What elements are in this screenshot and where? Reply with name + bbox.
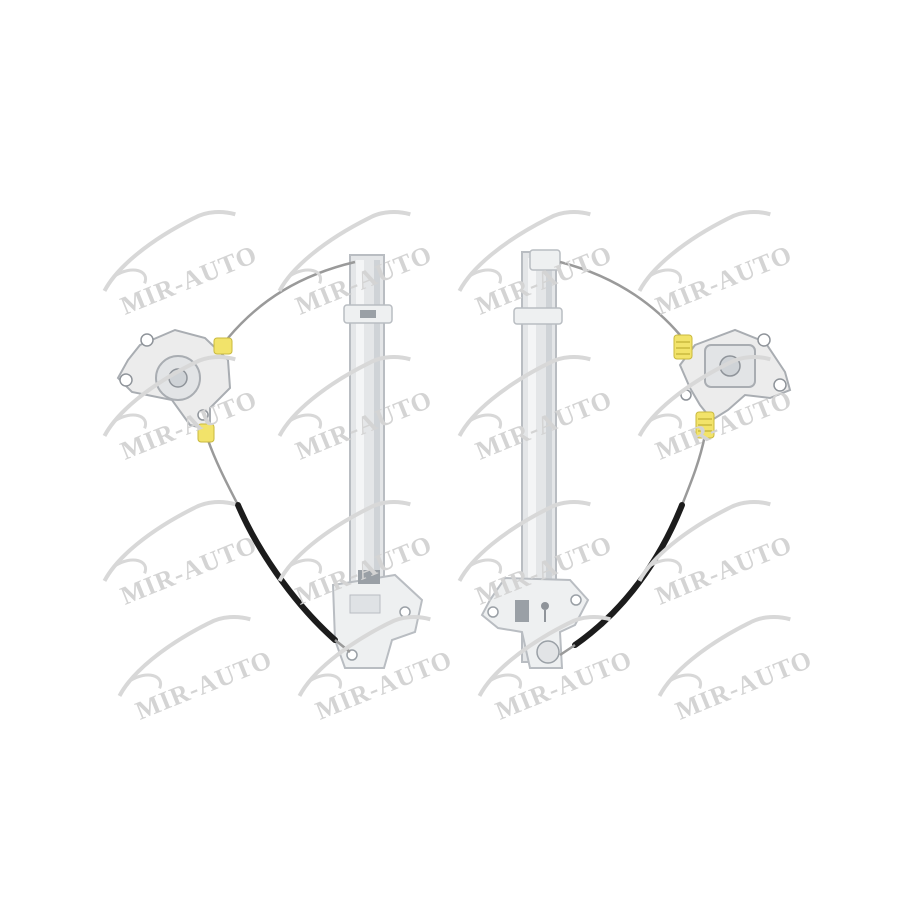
right-glass-carrier [480, 576, 590, 669]
right-lower-bare-cable [680, 434, 707, 506]
watermark-mir-auto: MIR-AUTO [644, 605, 816, 726]
right-upper-bare-cable [559, 260, 681, 336]
left-lower-cable-clip [197, 423, 215, 443]
right-motor-bracket [678, 328, 792, 422]
watermark-mir-auto: MIR-AUTO [104, 605, 276, 726]
left-cable-sheath [235, 502, 338, 643]
watermark-mir-auto: MIR-AUTO [624, 200, 796, 321]
right-window-regulator [480, 249, 792, 669]
right-cable-sheath [572, 502, 685, 648]
left-lower-bare-cable [206, 439, 240, 506]
left-upper-bare-cable [227, 260, 356, 339]
watermark-mir-auto: MIR-AUTO [89, 200, 261, 321]
watermark-mir-auto: MIR-AUTO [89, 490, 261, 611]
left-glass-carrier [331, 570, 424, 669]
left-window-regulator [116, 254, 424, 669]
left-upper-cable-clip [213, 337, 233, 355]
watermark-mir-auto: MIR-AUTO [624, 490, 796, 611]
right-upper-cable-clip [673, 334, 693, 360]
right-lower-cable-clip [695, 411, 715, 439]
